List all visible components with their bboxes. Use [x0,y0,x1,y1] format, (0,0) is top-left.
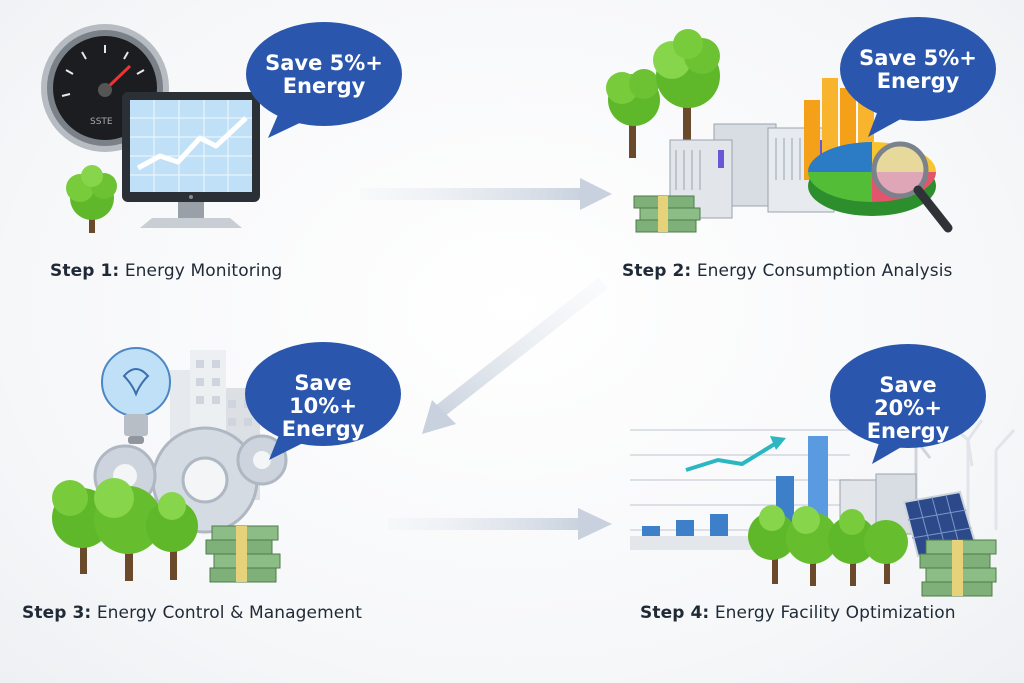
step-1: SSTE [0,0,420,300]
step-2-save-percent: Save 5%+ [859,46,977,70]
step-3-prefix: Step 3: [22,603,92,623]
step-3-save-energy: Energy [281,417,365,441]
step-2-save-bubble [840,17,996,137]
light-bulb-icon [101,347,171,444]
step-4-save-percent: Save 20%+ [874,373,942,420]
step-4-save-bubble [830,344,986,464]
magnifying-glass-icon [871,141,953,233]
step-4-save-energy: Energy [866,419,950,443]
arrow-step2-to-step3 [422,278,608,434]
trees-icon [606,29,720,158]
step-2: Save 5%+ Energy Step 2: Energy Consumpti… [600,0,1024,300]
arrow-step3-to-step4 [388,508,612,540]
step-1-illustration: SSTE [41,24,260,233]
step-4-illustration [630,411,1016,597]
step-4-label: Step 4: Energy Facility Optimization [640,603,956,623]
step-2-illustration [606,29,953,233]
step-2-title: Energy Consumption Analysis [696,261,953,281]
gears-icon [93,426,288,534]
arrow-step1-to-step2 [360,178,612,210]
step-2-save-energy: Energy [876,69,960,93]
tree-icon [66,165,117,233]
trees-icon [52,478,198,581]
step-3: Save 10%+ Energy Step 3: Energy Control … [0,330,420,630]
money-stack-icon [919,539,997,597]
step-3-label: Step 3: Energy Control & Management [22,603,362,623]
step-4-prefix: Step 4: [640,603,710,623]
step-1-label: Step 1: Energy Monitoring [50,261,282,281]
step-1-title: Energy Monitoring [124,261,283,281]
step-1-save-energy: Energy [282,74,366,98]
step-2-label: Step 2: Energy Consumption Analysis [622,261,953,281]
money-stack-icon [205,525,281,583]
computer-monitor-icon [122,92,260,228]
step-3-title: Energy Control & Management [96,603,362,623]
step-4: Save 20%+ Energy Step 4: Energy Facility… [600,330,1024,630]
step-1-prefix: Step 1: [50,261,120,281]
trees-icon [748,505,908,586]
gauge-brand-text: SSTE [90,117,113,127]
step-2-prefix: Step 2: [622,261,692,281]
step-4-title: Energy Facility Optimization [714,603,956,623]
step-3-save-percent: Save 10%+ [289,371,357,418]
step-1-save-percent: Save 5%+ [265,51,383,75]
step-3-save-bubble [245,342,401,460]
step-1-save-bubble [246,22,402,138]
money-stack-icon [633,195,701,233]
